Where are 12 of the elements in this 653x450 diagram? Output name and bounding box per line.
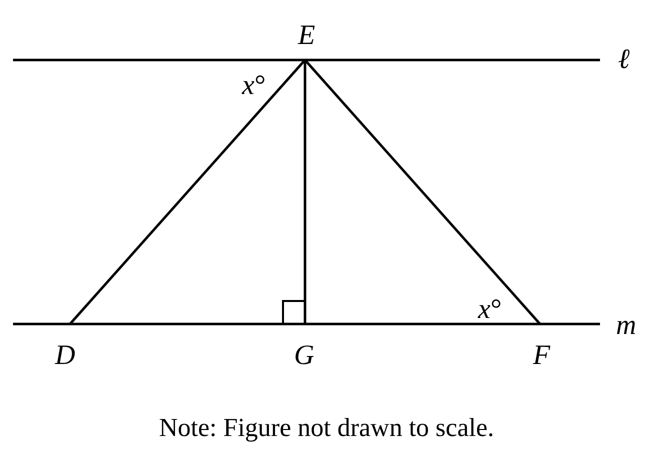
line-segment bbox=[304, 59, 541, 325]
line-segment bbox=[304, 60, 306, 324]
line-name: ℓ bbox=[618, 46, 630, 74]
angle-label: x° bbox=[478, 296, 502, 324]
line-segment bbox=[69, 59, 306, 325]
point-label: F bbox=[533, 342, 550, 370]
line-name: m bbox=[616, 312, 636, 340]
point-label: D bbox=[55, 342, 76, 370]
point-label: G bbox=[294, 342, 314, 370]
point-label: E bbox=[298, 22, 316, 50]
caption: Note: Figure not drawn to scale. bbox=[158, 413, 494, 442]
angle-label: x° bbox=[242, 72, 266, 100]
